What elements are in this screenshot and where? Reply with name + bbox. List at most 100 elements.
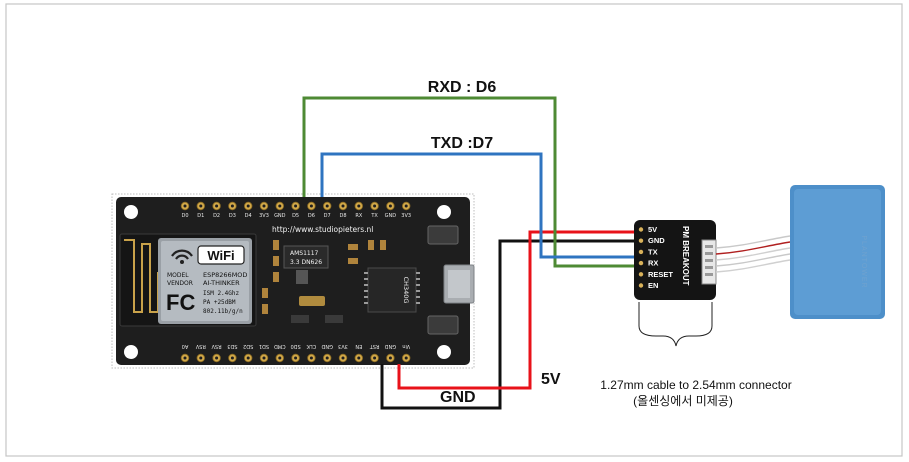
breakout-pin-label: TX <box>648 247 658 256</box>
smd-resistor <box>262 304 268 314</box>
connector-pins <box>705 245 713 276</box>
bottom-pin-label: CMD <box>274 343 286 349</box>
header-pad-hole <box>278 356 282 360</box>
top-pin-label: 3V3 <box>401 213 411 219</box>
header-pad-hole <box>309 356 313 360</box>
smd-resistor <box>348 244 358 250</box>
wifi-logo-text: WiFi <box>207 248 234 263</box>
module-spec-1: ISM 2.4Ghz <box>203 290 240 297</box>
header-pad-hole <box>357 356 361 360</box>
header-pad-hole <box>325 356 329 360</box>
fc-logo: FC <box>166 290 195 315</box>
sensor-brand: PLANTOWER <box>860 235 867 288</box>
pm-sensor: PLANTOWER <box>790 185 885 319</box>
smd-resistor <box>368 240 374 250</box>
module-spec-3: 802.11b/g/n <box>203 308 243 315</box>
bottom-pin-label: SD2 <box>243 343 253 349</box>
bottom-pin-label: EN <box>355 343 362 349</box>
header-pad-hole <box>294 356 298 360</box>
rxd-label: RXD : D6 <box>428 79 497 96</box>
header-pad-hole <box>199 204 203 208</box>
header-pad-hole <box>404 204 408 208</box>
regulator-tab <box>296 270 308 284</box>
module-vendor-value: AI-THINKER <box>203 279 240 287</box>
tantalum-capacitor <box>299 296 325 306</box>
pcb-antenna-icon <box>124 239 159 313</box>
breakout-pin-label: 5V <box>648 225 657 234</box>
wifi-icon <box>171 249 193 264</box>
breakout-pin-label: RESET <box>648 270 673 279</box>
esp-module: WiFi MODEL VENDOR ESP8266MOD AI-THINKER … <box>119 233 257 327</box>
top-pin-label: 3V3 <box>259 213 269 219</box>
caption-line-2: (올센싱에서 미제공) <box>633 394 733 408</box>
header-pad-hole <box>230 204 234 208</box>
usb-face <box>448 270 470 298</box>
header-pad-hole <box>246 204 250 208</box>
header-pad-hole <box>309 204 313 208</box>
bottom-pin-label: GND <box>385 343 397 349</box>
top-pin-label: D2 <box>213 213 220 219</box>
module-model-value: ESP8266MOD <box>203 271 247 279</box>
chip-legs <box>364 272 420 304</box>
header-pad-hole <box>404 356 408 360</box>
module-spec-2: PA +25dBM <box>203 299 236 306</box>
header-pad-hole <box>230 356 234 360</box>
smd-component <box>291 315 309 323</box>
breakout-pin-pad <box>638 249 644 255</box>
top-pin-label: RX <box>355 213 362 219</box>
top-pin-label: D4 <box>245 213 252 219</box>
bottom-pin-label: RSV <box>195 343 206 349</box>
breakout-pin-label: RX <box>648 259 658 268</box>
smd-resistor <box>273 240 279 250</box>
breakout-pin-pad <box>638 238 644 243</box>
top-pin-label: GND <box>274 213 286 219</box>
reset-button <box>427 315 459 335</box>
header-pad-hole <box>246 356 250 360</box>
top-pin-label: TX <box>370 213 378 219</box>
header-pad-hole <box>357 204 361 208</box>
header-pad-hole <box>215 356 219 360</box>
bottom-pin-label: A0 <box>182 343 189 349</box>
bottom-pin-label: GND <box>321 343 333 349</box>
header-pad-hole <box>183 204 187 208</box>
top-header-pads <box>180 201 411 211</box>
header-pad-hole <box>262 356 266 360</box>
header-pad-hole <box>262 204 266 208</box>
usb-serial-chip <box>367 267 417 313</box>
bottom-pin-label: RSV <box>211 343 222 349</box>
mount-hole <box>437 205 451 219</box>
smd-resistor <box>380 240 386 250</box>
header-pad-hole <box>341 204 345 208</box>
top-pin-label: D0 <box>181 213 188 219</box>
breakout-pin-pad <box>638 227 644 232</box>
bracket-icon <box>638 302 713 347</box>
top-pin-label: D1 <box>197 213 204 219</box>
board-url: http://www.studiopieters.nl <box>272 225 373 234</box>
smd-component <box>325 315 343 323</box>
smd-resistor <box>273 256 279 266</box>
vcc-wire <box>397 230 635 390</box>
bottom-pin-label: CLK <box>306 343 316 349</box>
bottom-pin-label: Vin <box>402 343 410 349</box>
header-pad-hole <box>215 204 219 208</box>
usb-chip-label: CH340G <box>402 277 410 304</box>
header-pad-hole <box>183 356 187 360</box>
regulator-chip <box>283 245 329 269</box>
mount-hole <box>437 345 451 359</box>
header-pad-hole <box>388 204 392 208</box>
bottom-pin-label: 3V3 <box>338 343 348 349</box>
mount-hole <box>124 345 138 359</box>
breakout-pin-pad <box>638 272 644 277</box>
regulator-label-1: AMS1117 <box>290 250 319 257</box>
top-pin-label: D6 <box>308 213 315 219</box>
txd-wire <box>320 152 635 259</box>
header-pad-hole <box>373 356 377 360</box>
flash-button <box>427 225 459 245</box>
breakout-pin-pad <box>638 283 644 288</box>
